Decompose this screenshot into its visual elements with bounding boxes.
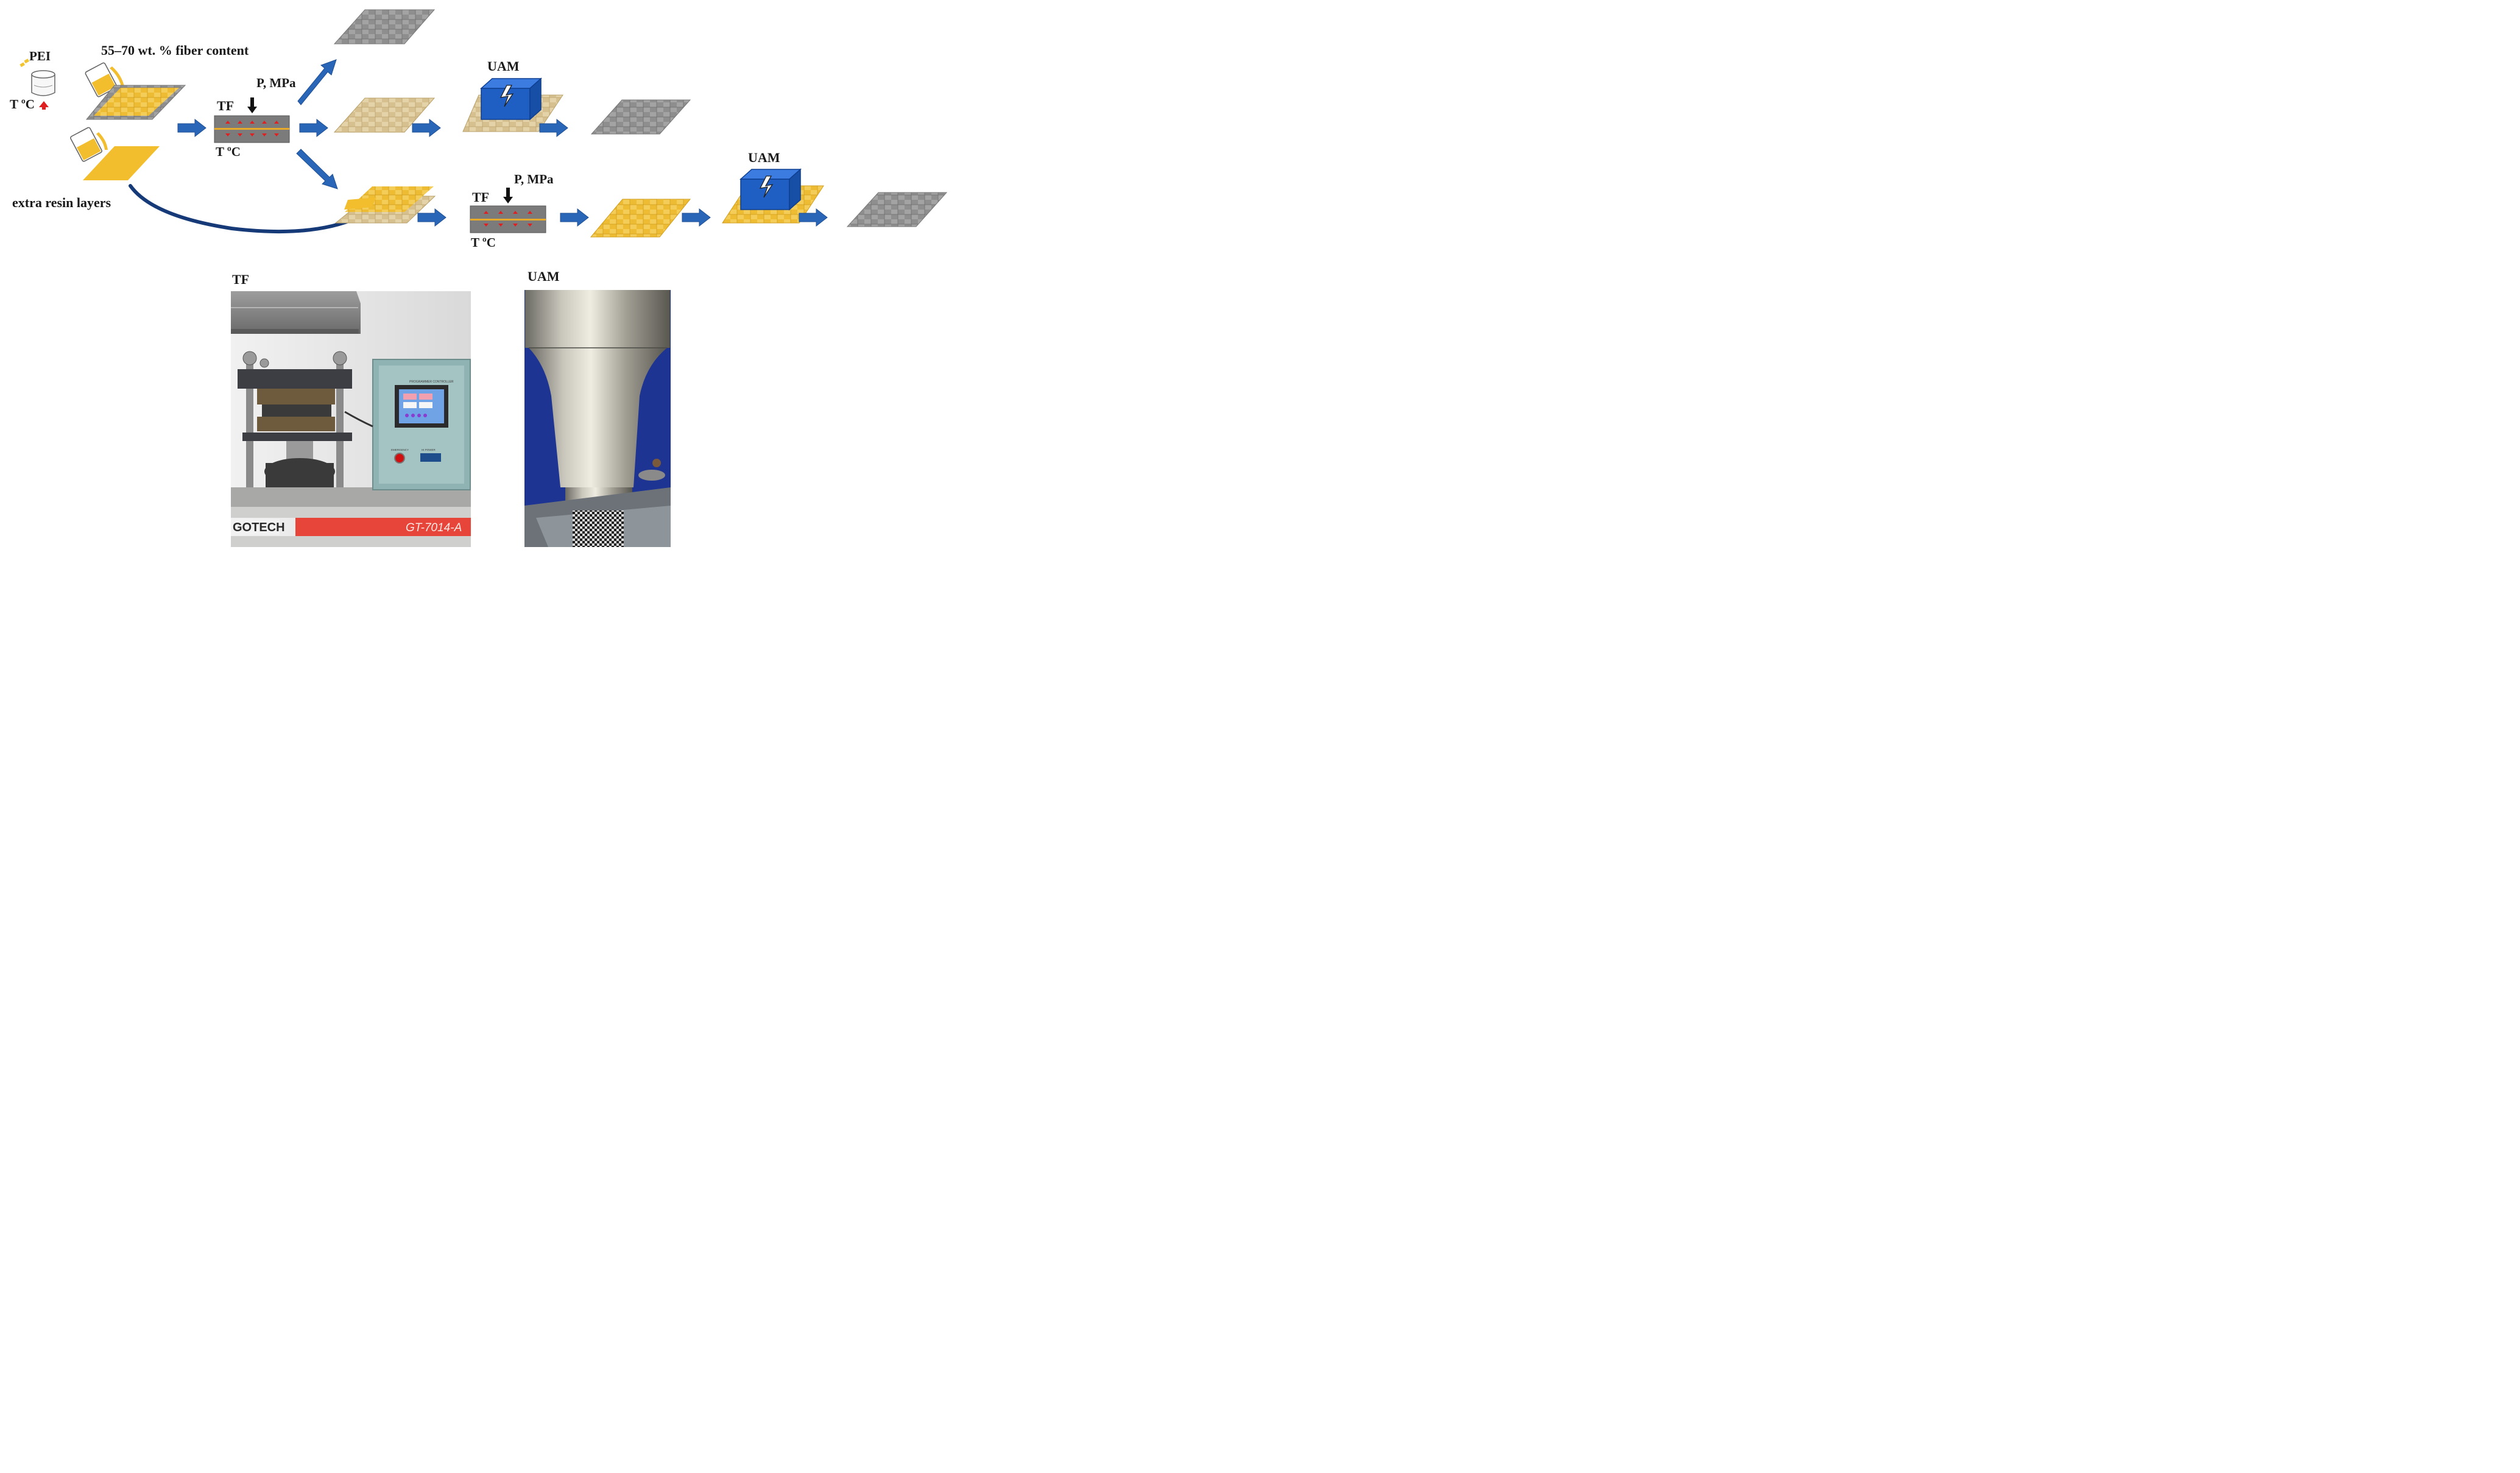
- extra-resin-label: extra resin layers: [12, 195, 111, 210]
- uam-unit-top: [462, 77, 563, 132]
- photo-tf-press: PROGRAMMER CONTROLLER EMERGENCY HI POWER…: [231, 291, 471, 547]
- prepreg-with-resin-stack: [334, 186, 436, 224]
- photo-uam-label: UAM: [528, 269, 560, 284]
- brand-label: GOTECH: [233, 521, 285, 534]
- pressure-label-top: P, MPa: [256, 76, 296, 90]
- fiber-content-label: 55–70 wt. % fiber content: [101, 43, 249, 58]
- arrow-to-uam-top: [412, 118, 441, 138]
- pressure-arrow-bottom-icon: [503, 188, 513, 203]
- arrow-to-composite-bottom: [799, 208, 828, 227]
- arrow-to-uam-bottom: [682, 208, 711, 227]
- controller-panel-title: PROGRAMMER CONTROLLER: [409, 380, 454, 384]
- photo-tf-label: TF: [232, 272, 249, 287]
- emergency-button: [394, 453, 405, 464]
- uam-label-top: UAM: [487, 58, 520, 74]
- composite-plate-top: [333, 9, 436, 44]
- pei-label: PEI: [29, 49, 51, 63]
- pouring-cup-upper: [85, 62, 125, 97]
- tf-press-top: [214, 115, 290, 143]
- arrow-to-tf-bottom: [417, 208, 446, 227]
- temperature-label-bottom-press: T ºC: [471, 235, 496, 250]
- pressure-label-bottom: P, MPa: [514, 172, 554, 186]
- pressure-arrow-top-icon: [247, 97, 257, 113]
- tf-label-bottom: TF: [472, 189, 489, 205]
- arrow-branch-up: [297, 59, 337, 105]
- resin-layer-sheet: [83, 146, 160, 180]
- arrow-to-tf-top: [177, 118, 206, 138]
- composite-plate-final-bottom: [846, 192, 948, 227]
- impregnated-plate-bottom: [590, 199, 691, 238]
- curved-arrow-extra-resin: [129, 184, 369, 234]
- emergency-label: EMERGENCY: [391, 448, 409, 451]
- composite-plate-final-top: [590, 99, 691, 135]
- arrow-to-composite-top: [539, 118, 568, 138]
- tf-label-top: TF: [217, 98, 234, 113]
- uam-label-bottom: UAM: [748, 150, 780, 165]
- power-label: HI POWER: [422, 448, 436, 451]
- fabric-impregnated-upper: [85, 85, 186, 120]
- uam-unit-bottom: [722, 168, 824, 224]
- tf-press-bottom: [470, 205, 546, 233]
- lightning-icon: [759, 175, 774, 198]
- prepreg-plate-mid: [333, 97, 436, 133]
- pei-pellets: [19, 58, 29, 68]
- pei-beaker: [31, 70, 55, 96]
- process-diagram: PEI T ºC 55–70 wt. % fiber content extra…: [10, 9, 948, 547]
- model-label: GT-7014-A: [406, 521, 462, 534]
- heating-arrow-icon: [39, 101, 49, 110]
- pouring-cup-lower: [70, 127, 108, 162]
- arrow-to-prepreg-bottom: [560, 208, 589, 227]
- temperature-label-top-press: T ºC: [216, 144, 241, 159]
- lightning-icon: [499, 85, 514, 107]
- arrow-branch-mid: [299, 118, 328, 138]
- arrow-branch-down: [296, 149, 338, 189]
- temperature-label-left: T ºC: [10, 97, 35, 111]
- photo-uam-horn: [524, 290, 671, 547]
